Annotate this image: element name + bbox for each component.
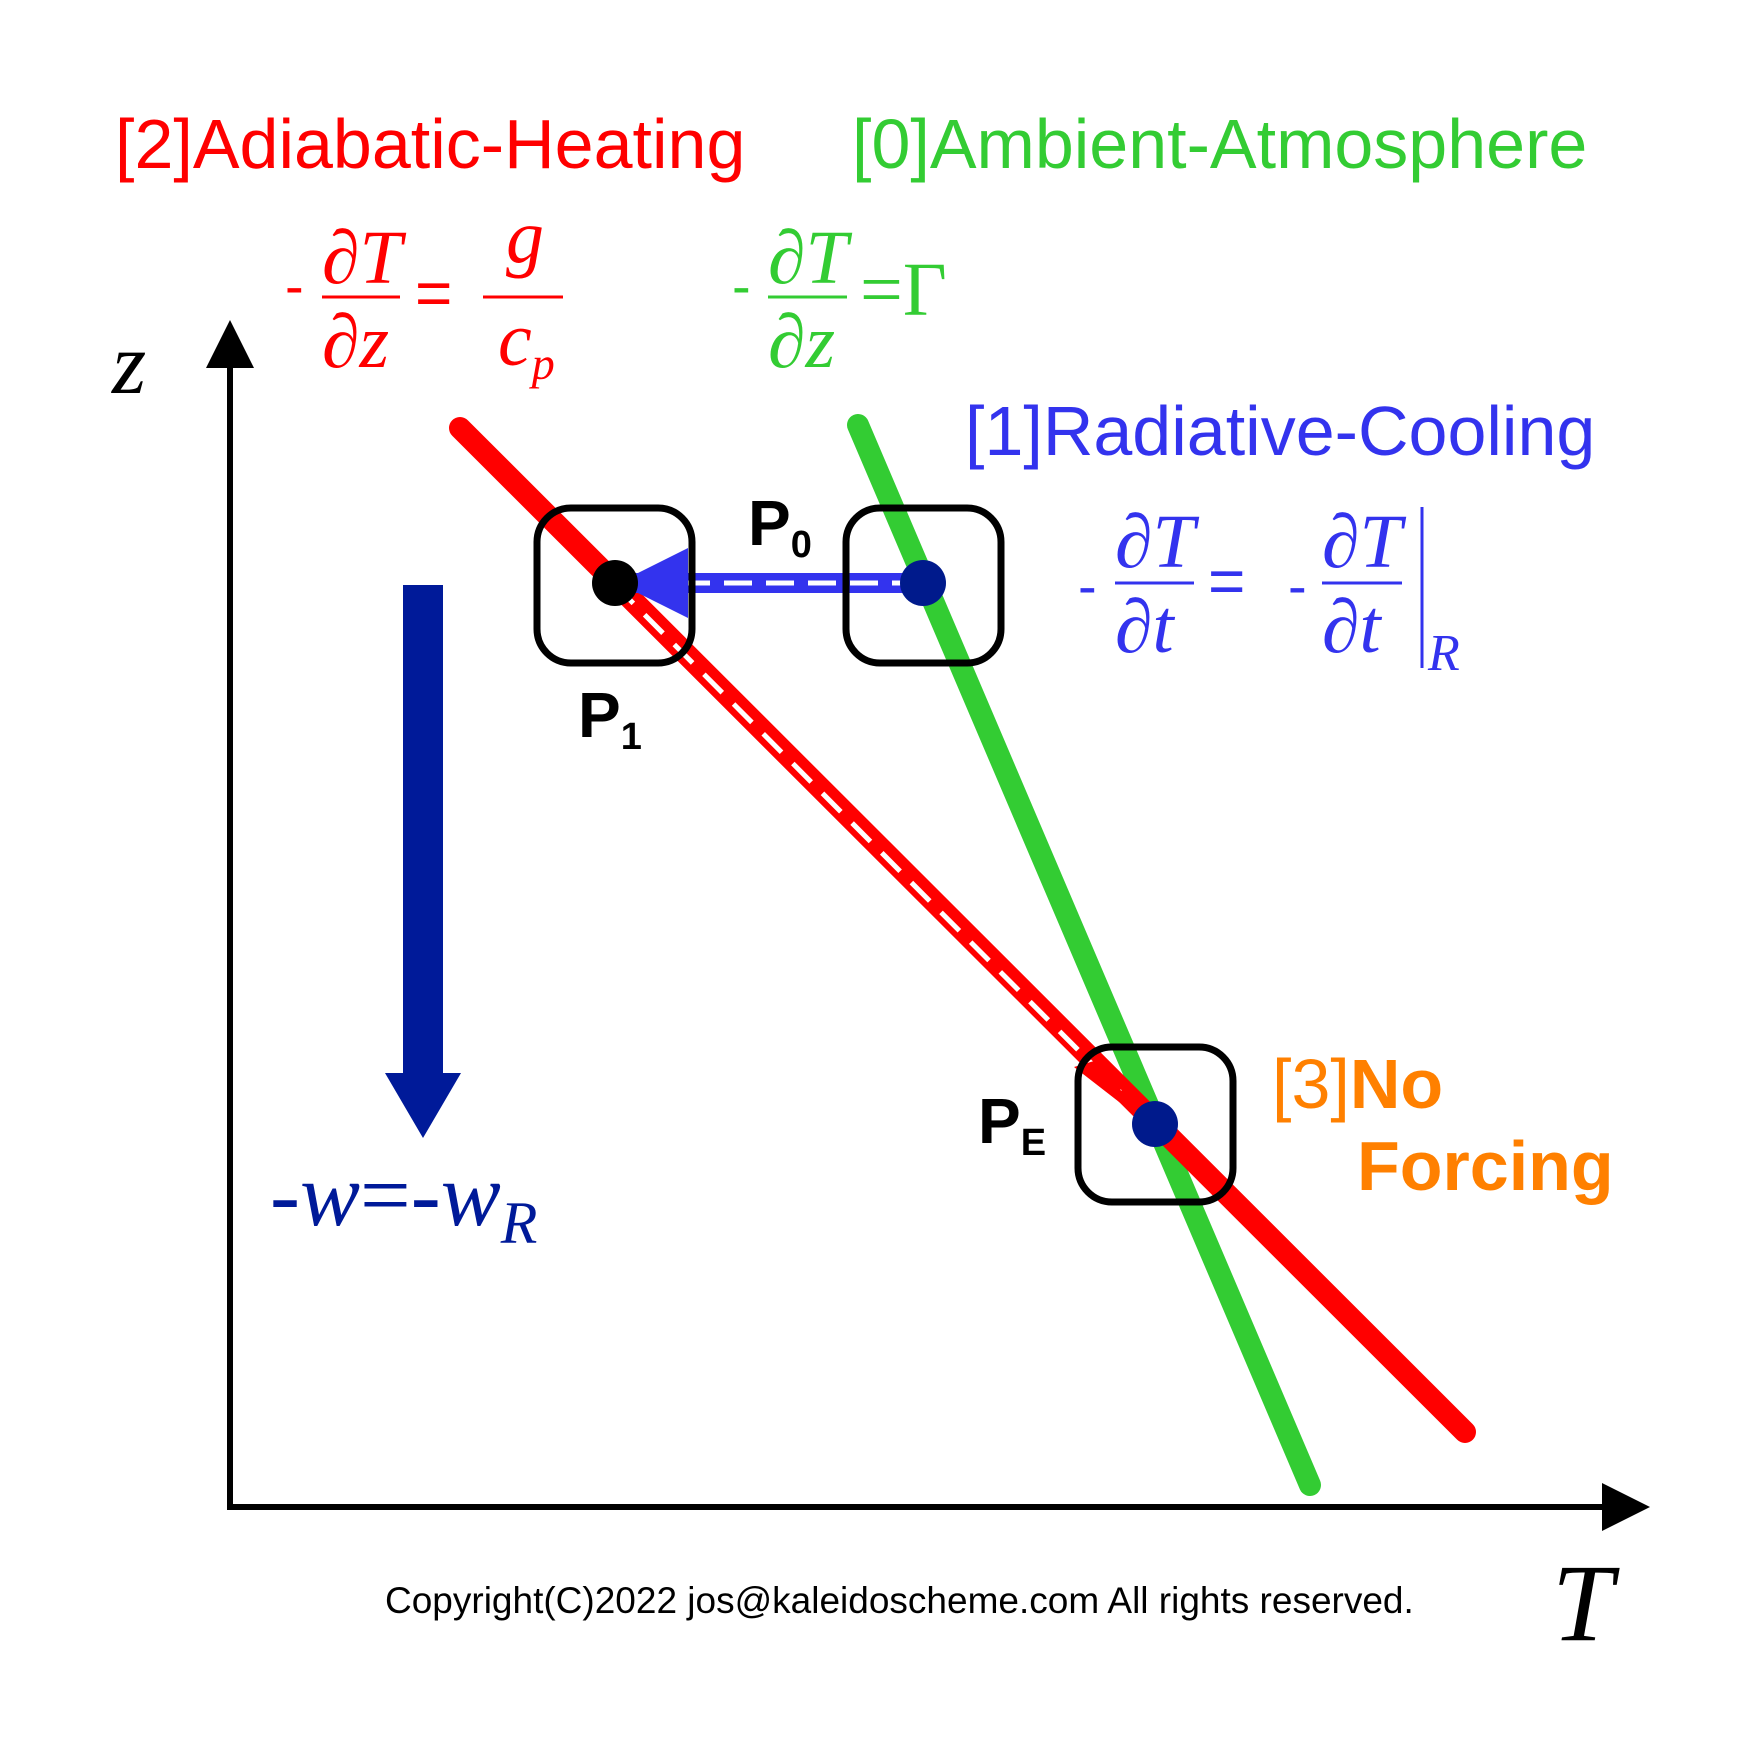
p1-box — [533, 504, 696, 667]
t-axis-arrowhead — [1602, 1483, 1650, 1531]
svg-text:∂T: ∂T — [1115, 500, 1200, 584]
no-forcing-title-line1: [3]No — [1272, 1045, 1443, 1123]
p1-label: P1 — [578, 679, 642, 758]
copyright-notice: Copyright(C)2022 jos@kaleidoscheme.com A… — [385, 1580, 1414, 1621]
radiative-cooling-title: [1]Radiative-Cooling — [965, 392, 1595, 470]
svg-text:∂t: ∂t — [1115, 585, 1176, 669]
p0-box — [842, 504, 1005, 667]
radiative-arrowhead — [618, 548, 688, 618]
svg-text:∂T: ∂T — [322, 216, 407, 300]
svg-text:R: R — [1427, 625, 1460, 682]
svg-text:∂T: ∂T — [1322, 500, 1407, 584]
ambient-atmosphere-title: [0]Ambient-Atmosphere — [852, 105, 1587, 183]
z-axis-label: z — [111, 316, 146, 413]
svg-text:-: - — [1078, 554, 1097, 617]
adiabatic-equation: - ∂T ∂z = g cp — [285, 195, 563, 389]
svg-text:-: - — [732, 254, 751, 317]
axes: z T — [111, 316, 1650, 1664]
svg-text:=: = — [1208, 545, 1245, 617]
parcel-descent-path — [613, 583, 1122, 1094]
radiative-equation: - ∂T ∂t = - ∂T ∂t R — [1078, 500, 1460, 682]
svg-text:-: - — [285, 254, 304, 317]
subsidence-arrow — [385, 585, 461, 1138]
svg-text:∂z: ∂z — [322, 300, 389, 384]
z-axis-arrowhead — [206, 320, 254, 368]
svg-text:-: - — [1288, 554, 1307, 617]
adiabatic-heating-title: [2]Adiabatic-Heating — [115, 105, 745, 183]
svg-text:=: = — [415, 257, 452, 329]
descent-path-arrowhead — [1074, 1058, 1132, 1112]
svg-text:∂T: ∂T — [768, 216, 853, 300]
svg-text:∂z: ∂z — [768, 300, 835, 384]
ambient-equation: - ∂T ∂z =Γ — [732, 216, 947, 384]
p0-point — [900, 560, 946, 606]
pe-point — [1132, 1101, 1178, 1147]
svg-text:cp: cp — [498, 298, 555, 389]
subsidence-equation: -w=-wR — [270, 1146, 537, 1256]
pe-label: PE — [978, 1085, 1046, 1164]
subsidence-arrowhead — [385, 1073, 461, 1138]
p0-label: P0 — [748, 487, 812, 566]
no-forcing-title-line2: Forcing — [1357, 1127, 1614, 1205]
svg-text:g: g — [506, 195, 544, 279]
svg-text:∂t: ∂t — [1322, 585, 1383, 669]
p1-point — [592, 560, 638, 606]
pe-box — [1074, 1043, 1237, 1206]
svg-text:=Γ: =Γ — [860, 248, 947, 332]
t-axis-label: T — [1552, 1542, 1620, 1664]
